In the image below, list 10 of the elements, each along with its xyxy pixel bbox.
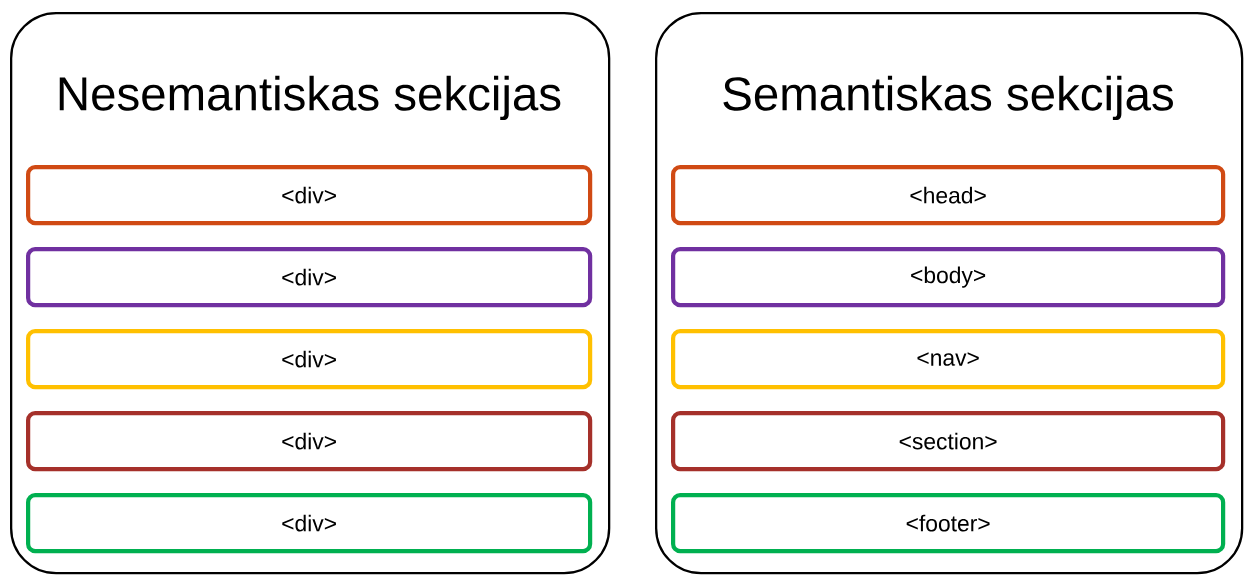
tag-box: <nav>	[671, 329, 1226, 390]
tag-box: <body>	[671, 247, 1226, 308]
tag-box: <div>	[26, 411, 593, 472]
tag-box: <div>	[26, 329, 593, 390]
tag-box: <div>	[26, 493, 593, 554]
tag-box: <head>	[671, 165, 1226, 226]
tag-box: <section>	[671, 411, 1226, 472]
tag-box: <div>	[26, 247, 593, 308]
tag-box: <div>	[26, 165, 593, 226]
tag-box: <footer>	[671, 493, 1226, 554]
